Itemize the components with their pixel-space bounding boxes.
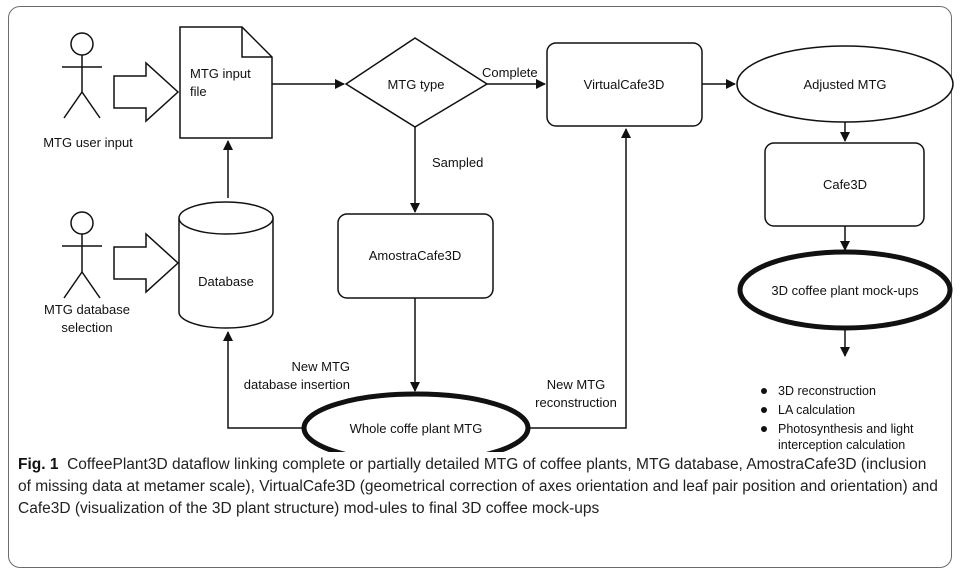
insertion-label-line1: New MTG [292,359,351,374]
insertion-label-line2: database insertion [244,377,350,392]
virtualcafe-label: VirtualCafe3D [584,77,665,92]
output-bullet [761,426,767,432]
user-block-arrow [113,61,180,123]
input-file-label-line1: MTG input [190,66,251,81]
outputs-list: 3D reconstruction LA calculation Photosy… [761,384,914,452]
sampled-edge-label: Sampled [432,155,483,170]
complete-edge-label: Complete [482,65,538,80]
output-item: 3D reconstruction [778,384,876,398]
reconstruction-label-line2: reconstruction [535,395,617,410]
db-block-arrow [113,232,180,294]
user-actor-label: MTG user input [43,135,133,150]
whole-to-virtual-edge [528,128,631,429]
caption-label: Fig. 1 [18,456,59,473]
reconstruction-label-line1: New MTG [547,377,606,392]
db-actor-icon [62,211,102,299]
output-bullet [761,388,767,394]
database-cylinder [178,201,274,329]
user-actor-icon [62,32,102,119]
caption-text: CoffeePlant3D dataflow linking complete … [18,456,938,517]
db-actor-label-line1: MTG database [44,302,130,317]
output-item: LA calculation [778,403,855,417]
input-file-label-line2: file [190,84,207,99]
input-file-shape [179,26,273,139]
whole-to-db-edge [223,331,304,429]
cafe3d-label: Cafe3D [823,177,867,192]
mtg-type-label: MTG type [387,77,444,92]
db-actor-label-line2: selection [61,320,112,335]
figure-caption: Fig. 1 CoffeePlant3D dataflow linking co… [18,454,943,520]
amostra-label: AmostraCafe3D [369,248,461,263]
whole-mtg-label: Whole coffe plant MTG [350,421,483,436]
output-item: Photosynthesis and light [778,422,914,436]
dataflow-diagram: MTG user input MTG database selection MT… [43,26,954,452]
database-label: Database [198,274,254,289]
mockups-label: 3D coffee plant mock-ups [771,283,919,298]
output-item: interception calculation [778,438,905,452]
output-bullet [761,407,767,413]
adjusted-mtg-label: Adjusted MTG [803,77,886,92]
